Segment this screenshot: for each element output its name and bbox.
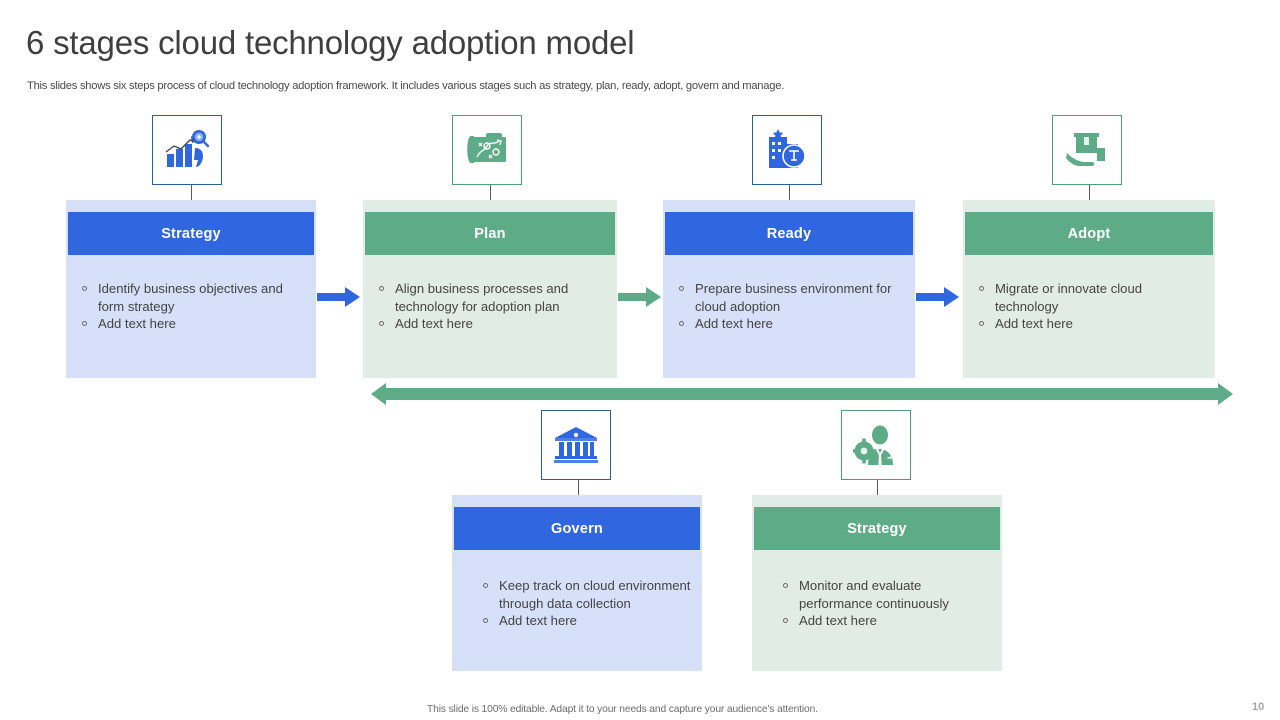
stage-card-plan[interactable]: Plan Align business processes and techno… [363,200,617,378]
arrow-plan-to-ready [618,286,662,313]
list-item: Identify business objectives and form st… [76,280,308,315]
stage-card-ready[interactable]: Ready Prepare business environment for c… [663,200,915,378]
footer-note: This slide is 100% editable. Adapt it to… [427,704,818,715]
arrow-ready-to-adopt [916,286,960,313]
stage-card-govern[interactable]: Govern Keep track on cloud environment t… [452,495,702,671]
list-item: Prepare business environment for cloud a… [673,280,907,315]
stage-bullet-list: Identify business objectives and form st… [76,280,308,333]
list-item: Add text here [973,315,1207,333]
page-number: 10 [1252,701,1265,713]
arrow-strategy-to-plan [317,286,361,313]
page-subtitle: This slides shows six steps process of c… [27,80,785,92]
stage-card-title: Govern [454,507,700,550]
stage-card-title: Strategy [754,507,1000,550]
stage-card-strategy[interactable]: Strategy Identify business objectives an… [66,200,316,378]
stage-card-manage[interactable]: Strategy Monitor and evaluate performanc… [752,495,1002,671]
stage-bullet-list: Monitor and evaluate performance continu… [777,577,992,630]
stage-bullet-list: Keep track on cloud environment through … [477,577,692,630]
stage-connector-stem [490,185,491,202]
list-item: Migrate or innovate cloud technology [973,280,1207,315]
stage-icon-box-adopt[interactable] [1052,115,1122,185]
stage-connector-stem [1089,185,1090,202]
arrow-bidirectional-timeline [371,381,1233,412]
strategy-playbook-icon [463,130,511,170]
list-item: Add text here [76,315,308,333]
stage-bullet-list: Align business processes and technology … [373,280,609,333]
list-item: Monitor and evaluate performance continu… [777,577,992,612]
stage-card-title: Strategy [68,212,314,255]
list-item: Align business processes and technology … [373,280,609,315]
page-title: 6 stages cloud technology adoption model [26,24,635,61]
bank-building-columns-icon [554,426,598,464]
list-item: Keep track on cloud environment through … [477,577,692,612]
list-item: Add text here [777,612,992,630]
list-item: Add text here [673,315,907,333]
stage-connector-stem [578,480,579,497]
list-item: Add text here [477,612,692,630]
office-building-badge-icon [765,128,809,172]
stage-icon-box-strategy[interactable] [152,115,222,185]
stage-card-title: Ready [665,212,913,255]
stage-icon-box-ready[interactable] [752,115,822,185]
stage-card-adopt[interactable]: Adopt Migrate or innovate cloud technolo… [963,200,1215,378]
growth-chart-analysis-icon [164,128,210,172]
stage-icon-box-plan[interactable] [452,115,522,185]
stage-card-title: Plan [365,212,615,255]
stage-icon-box-manage[interactable] [841,410,911,480]
businessman-gear-icon [853,424,899,466]
stage-bullet-list: Prepare business environment for cloud a… [673,280,907,333]
stage-card-title: Adopt [965,212,1213,255]
list-item: Add text here [373,315,609,333]
stage-connector-stem [191,185,192,202]
stage-connector-stem [789,185,790,202]
stage-connector-stem [877,480,878,497]
stage-icon-box-govern[interactable] [541,410,611,480]
stage-bullet-list: Migrate or innovate cloud technology Add… [973,280,1207,333]
hand-holding-package-icon [1064,129,1110,171]
